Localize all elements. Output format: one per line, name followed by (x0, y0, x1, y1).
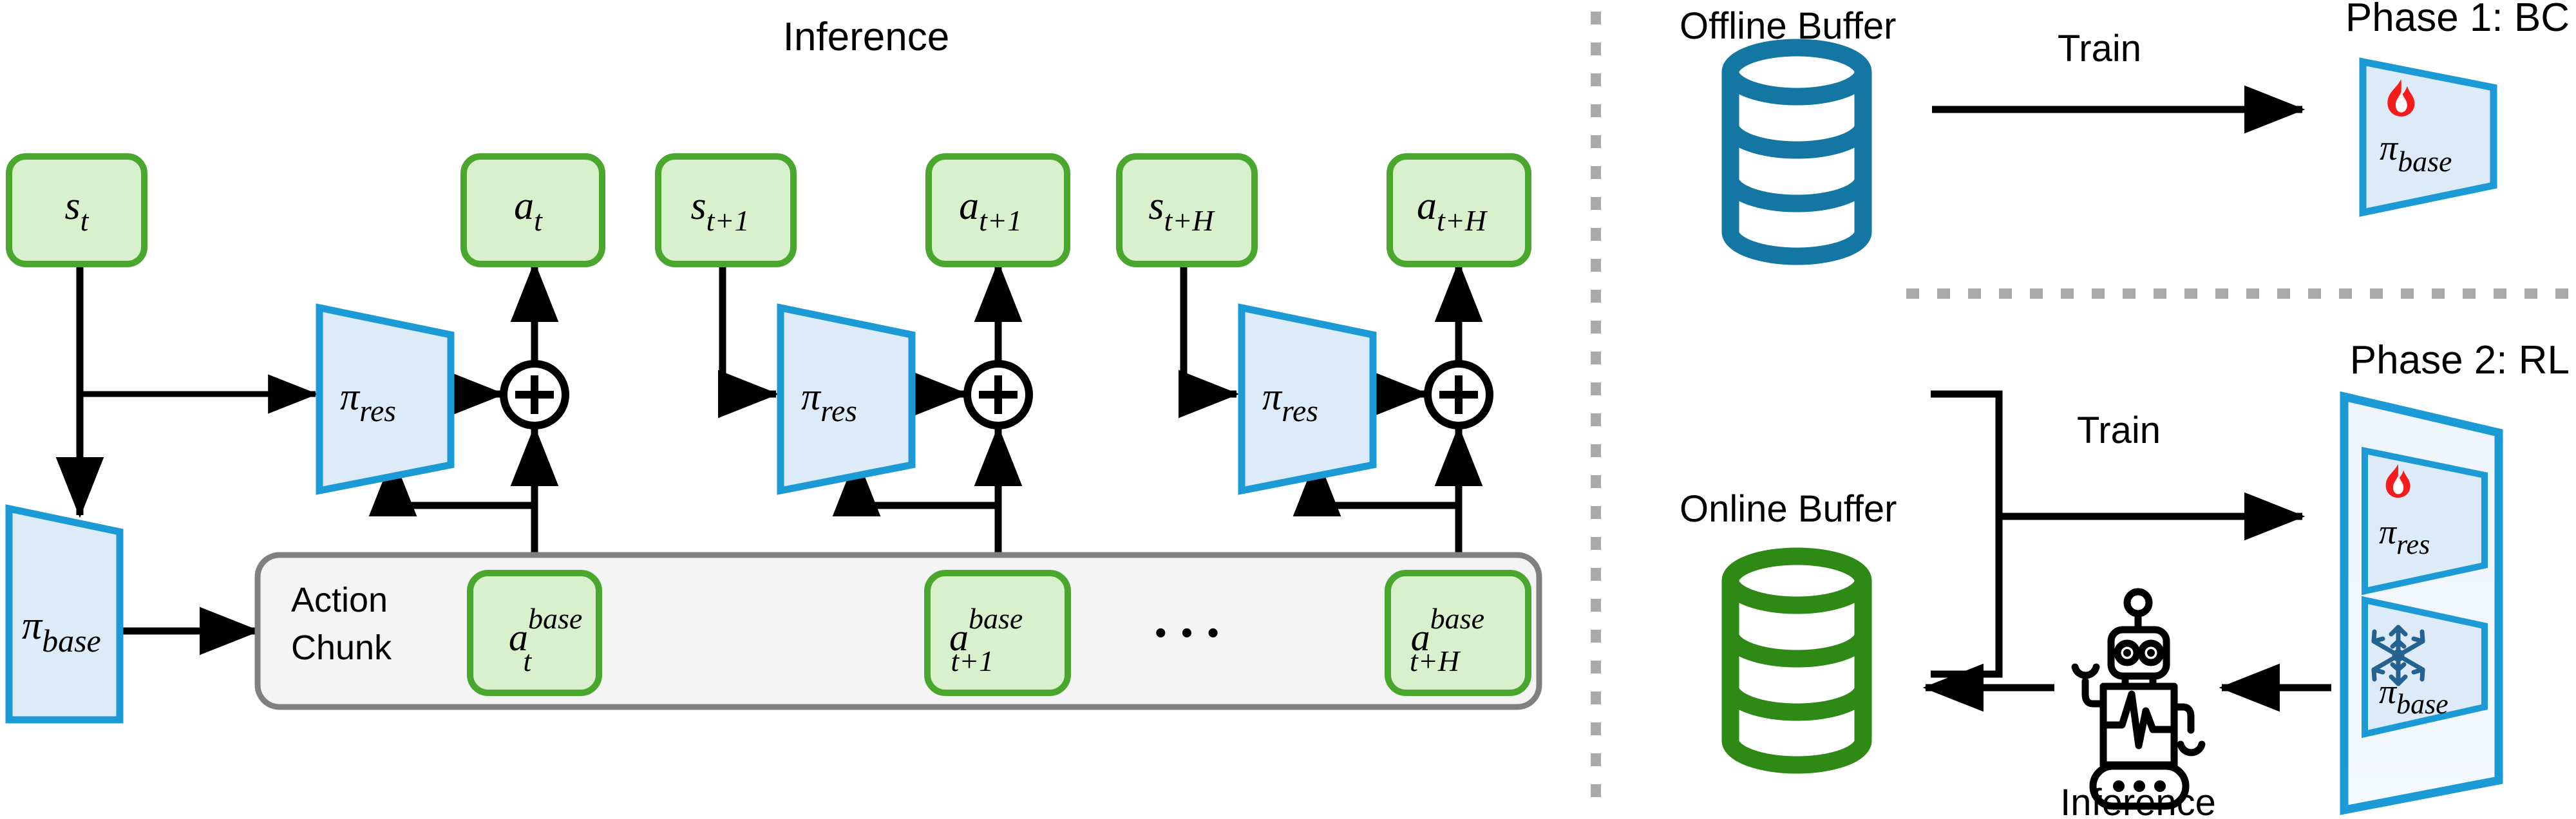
base-policy-trapezoid[interactable]: πbase (5, 504, 124, 724)
sum-node-0 (500, 360, 569, 429)
phase2-base-policy[interactable]: πbase (2362, 596, 2488, 739)
robot-inference-label: Inference (2060, 782, 2216, 819)
state-box-tH[interactable]: st+H (1116, 153, 1258, 267)
phase1-title: Phase 1: BC (2345, 0, 2570, 40)
page-title: Inference (783, 15, 950, 59)
online-buffer-label: Online Buffer (1680, 488, 1897, 530)
phase1-base-policy-label: πbase (2380, 128, 2452, 178)
left-connectors (55, 261, 1483, 655)
database-cylinder-icon (1721, 39, 1872, 265)
sum-node-2 (1424, 360, 1493, 429)
base-policy-label: πbase (22, 604, 101, 659)
state-box-t1[interactable]: st+1 (655, 153, 797, 267)
state-box-t[interactable]: st (6, 153, 147, 267)
flame-icon (2387, 79, 2415, 117)
residual-policy-2[interactable]: πres (1238, 303, 1377, 495)
residual-policy-label: πres (340, 375, 396, 428)
action-box-t[interactable]: at (460, 153, 605, 267)
snowflake-icon (2371, 625, 2425, 686)
residual-policy-label: πres (801, 375, 857, 428)
sum-node-1 (963, 360, 1033, 429)
residual-policy-label: πres (1262, 375, 1318, 428)
flame-icon (2385, 464, 2410, 498)
action-chunk-title-line2: Chunk (291, 628, 392, 667)
phase2-base-policy-label: πbase (2379, 672, 2448, 720)
action-label: at+H (1417, 184, 1488, 237)
residual-policy-1[interactable]: πres (777, 303, 916, 495)
phase1-train-label: Train (2058, 28, 2141, 70)
robot-icon (2071, 588, 2206, 810)
phase2-residual-policy[interactable]: πres (2362, 446, 2488, 596)
action-chunk-ellipsis: • • • (1155, 614, 1222, 652)
action-label: at+1 (959, 184, 1022, 237)
action-box-t1[interactable]: at+1 (925, 153, 1070, 267)
state-label: st (65, 184, 90, 237)
phase2-train-label: Train (2077, 410, 2161, 451)
buffer-bracket (1931, 390, 2003, 678)
action-chunk-container: Action Chunk • • • (254, 552, 1542, 710)
state-label: st+H (1148, 184, 1215, 237)
phase2-policy-stack[interactable]: πres πbase (2340, 391, 2503, 815)
database-cylinder-icon (1721, 547, 1872, 774)
phase2-title: Phase 2: RL (2350, 338, 2570, 382)
phase1-base-policy[interactable]: πbase (2359, 57, 2497, 217)
state-label: st+1 (691, 184, 750, 237)
action-chunk-title-line1: Action (291, 581, 388, 619)
action-box-tH[interactable]: at+H (1387, 153, 1531, 267)
phase2-residual-policy-label: πres (2379, 513, 2430, 560)
action-label: at (514, 184, 543, 237)
residual-policy-0[interactable]: πres (316, 303, 455, 495)
